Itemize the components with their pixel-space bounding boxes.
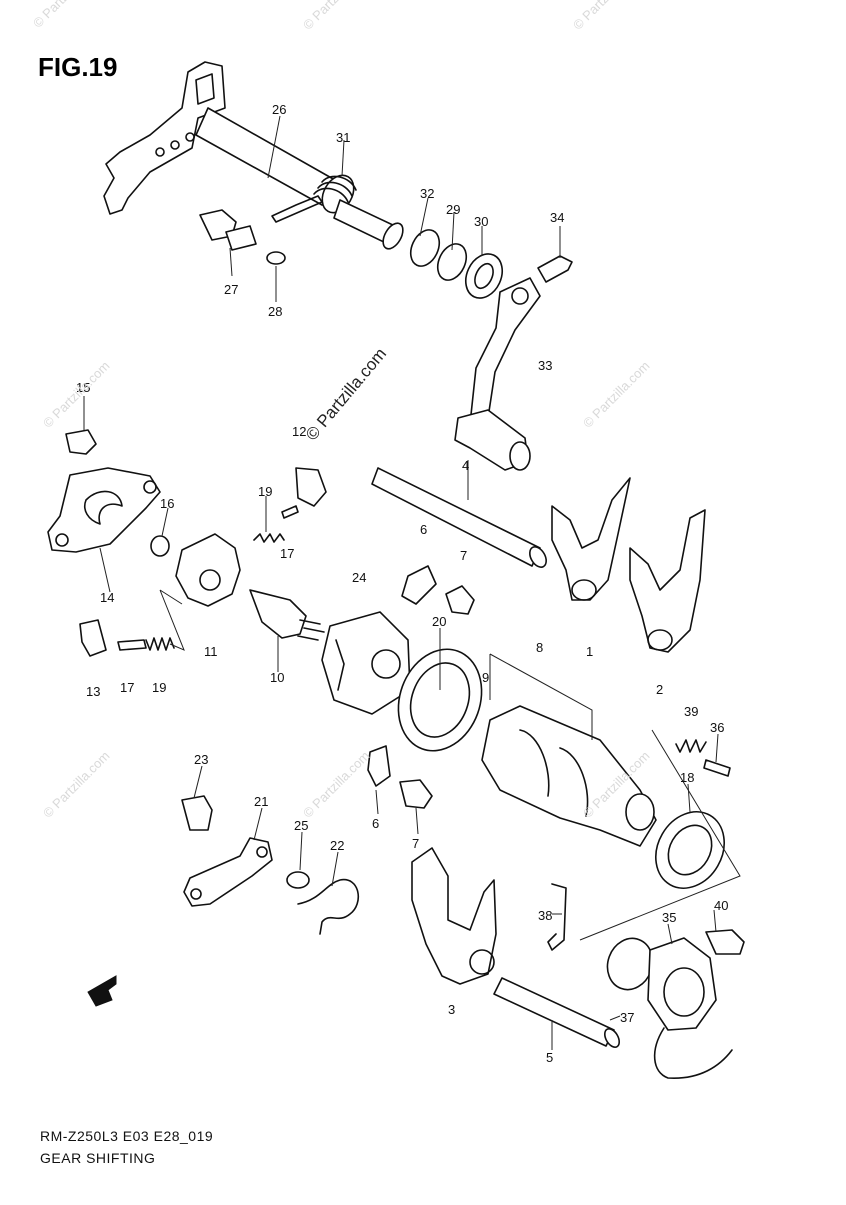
callout-19-lower: 19	[152, 680, 167, 695]
callout-10: 10	[270, 670, 285, 685]
part-6-lower	[367, 745, 391, 787]
callout-19-upper: 19	[258, 484, 273, 499]
bearing-18	[655, 811, 725, 889]
shift-fork-1	[551, 477, 631, 601]
gear-shift-arm-33	[454, 277, 541, 471]
part-12	[295, 467, 327, 507]
callout-22: 22	[330, 838, 345, 853]
gear-24	[321, 611, 411, 715]
callout-26: 26	[272, 102, 287, 117]
shift-fork-3	[411, 847, 497, 985]
callout-29: 29	[446, 202, 461, 217]
shift-fork-2	[629, 509, 706, 653]
plate-14	[47, 467, 161, 553]
callout-6-upper: 6	[420, 522, 428, 537]
clip-38	[547, 883, 567, 951]
callout-5: 5	[546, 1050, 554, 1065]
shift-cam-drum-9	[481, 705, 657, 847]
fwd-arrow-icon	[87, 975, 117, 1007]
callout-7-upper: 7	[460, 548, 468, 563]
gear-shift-shaft	[103, 61, 404, 250]
part-6-upper	[401, 565, 437, 605]
part-7-lower	[399, 779, 433, 809]
callout-31: 31	[336, 130, 351, 145]
callout-25: 25	[294, 818, 309, 833]
callout-3: 3	[448, 1002, 456, 1017]
callout-23-upper: 23	[194, 752, 209, 767]
bolt-23	[181, 795, 213, 831]
callout-33: 33	[538, 358, 553, 373]
callout-16: 16	[160, 496, 175, 511]
callout-30: 30	[474, 214, 489, 229]
callout-7-lower: 7	[412, 836, 420, 851]
bolt-34	[537, 255, 573, 283]
shift-arm-21	[183, 837, 273, 907]
callout-15: 15	[76, 380, 91, 395]
pin-36	[703, 759, 731, 777]
callout-21: 21	[254, 794, 269, 809]
spring-19-upper	[253, 533, 285, 543]
callout-32: 32	[420, 186, 435, 201]
callout-13: 13	[86, 684, 101, 699]
figure-title: FIG.19	[38, 52, 118, 82]
callout-39: 39	[684, 704, 699, 719]
bearing-20	[397, 648, 483, 752]
spring-19-lower	[145, 637, 175, 651]
callout-20: 20	[432, 614, 447, 629]
callout-17-lower: 17	[120, 680, 135, 695]
collar-16	[150, 535, 170, 557]
callout-9: 9	[482, 670, 490, 685]
callout-18: 18	[680, 770, 695, 785]
callout-35: 35	[662, 910, 677, 925]
callout-34: 34	[550, 210, 565, 225]
callout-28: 28	[268, 304, 283, 319]
fork-shaft-4	[371, 467, 541, 567]
callout-27: 27	[224, 282, 239, 297]
callout-36: 36	[710, 720, 725, 735]
callout-37: 37	[620, 1010, 635, 1025]
part-7-upper	[445, 585, 475, 615]
callout-8: 8	[536, 640, 544, 655]
callout-38: 38	[538, 908, 553, 923]
washer-28	[266, 251, 286, 265]
callout-14: 14	[100, 590, 115, 605]
diagram-code: RM-Z250L3 E03 E28_019	[40, 1128, 214, 1144]
fork-shaft-5	[493, 977, 615, 1047]
callout-12: 12	[292, 424, 307, 439]
pin-17-lower	[117, 639, 147, 651]
spring-22	[297, 878, 359, 935]
pin-17-upper	[281, 505, 299, 519]
callout-24: 24	[352, 570, 367, 585]
shaft-bolt-10	[249, 589, 325, 641]
callout-17-upper: 17	[280, 546, 295, 561]
bolt-15	[65, 429, 97, 455]
stud-27	[199, 209, 257, 251]
bolt-40	[705, 929, 745, 955]
diagram-caption: GEAR SHIFTING	[40, 1150, 156, 1166]
callout-1: 1	[586, 644, 594, 659]
callout-2: 2	[656, 682, 664, 697]
callout-6-lower: 6	[372, 816, 380, 831]
cam-stopper-11	[175, 533, 241, 607]
spring-39	[675, 739, 707, 753]
callout-40: 40	[714, 898, 729, 913]
callout-4: 4	[462, 458, 470, 473]
callout-11: 11	[204, 644, 218, 659]
part-13	[79, 619, 107, 657]
shaft-rings	[409, 229, 504, 299]
washer-25	[286, 871, 310, 889]
sensor-35	[647, 937, 733, 1079]
